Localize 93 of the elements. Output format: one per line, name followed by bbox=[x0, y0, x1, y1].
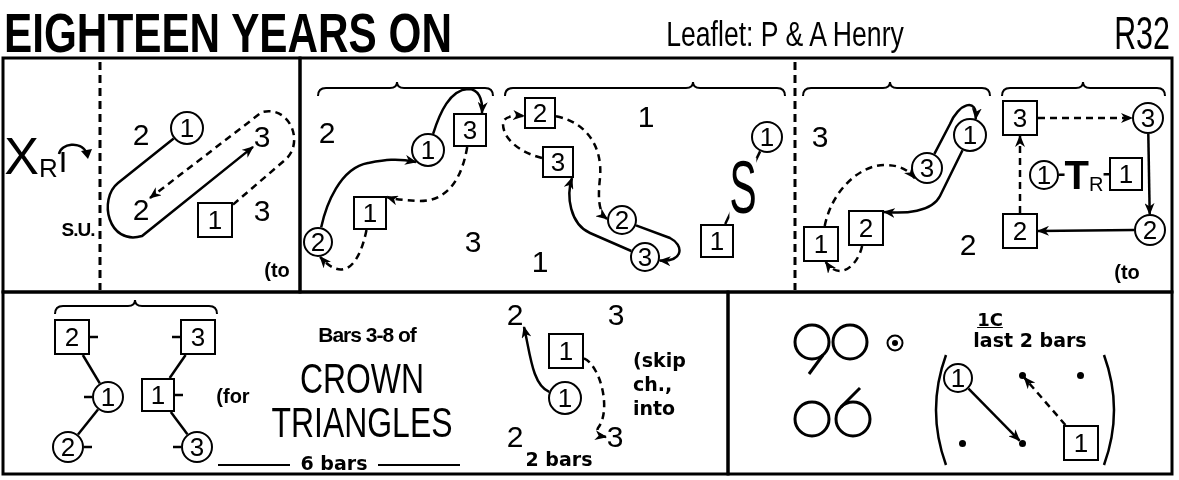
bar-count: last 2 bars bbox=[973, 330, 1087, 350]
position-number: 3 bbox=[253, 125, 271, 149]
connector-line bbox=[81, 354, 101, 384]
track-arrow bbox=[1144, 133, 1155, 215]
dancer-circle: 3 bbox=[181, 431, 213, 463]
track-arrow bbox=[1015, 135, 1025, 213]
dancer-circle: 1 bbox=[92, 381, 124, 413]
dancer-circle: 2 bbox=[607, 205, 637, 235]
track-arrow bbox=[149, 110, 296, 206]
dancer-circle: 1 bbox=[170, 111, 204, 145]
position-dot bbox=[1018, 371, 1026, 379]
track-arrow bbox=[501, 110, 543, 160]
track-arrow bbox=[967, 387, 1021, 442]
dancer-square: 2 bbox=[54, 319, 90, 355]
position-number: 2 bbox=[132, 198, 150, 222]
edge-label: T$_{R}$ bbox=[1064, 158, 1104, 191]
figure-code: X$_{R}$ bbox=[4, 130, 58, 182]
position-number: 3 bbox=[607, 300, 625, 330]
title: EIGHTEEN YEARS ON bbox=[4, 5, 452, 61]
dancer-square: 1 bbox=[1063, 425, 1099, 461]
bar-count: 2 bars bbox=[525, 449, 593, 469]
position-dot bbox=[1018, 439, 1026, 447]
dancer-circle: 3 bbox=[630, 242, 660, 272]
subheading: Bars 3-8 of bbox=[318, 323, 416, 345]
track-arrow bbox=[1037, 225, 1134, 236]
dancer-square: 2 bbox=[1002, 213, 1038, 249]
dancer-circle: 3 bbox=[1132, 102, 1164, 134]
track-arrow bbox=[431, 87, 488, 135]
track-arrow bbox=[933, 103, 981, 155]
dancer-circle: 2 bbox=[303, 227, 333, 257]
dancer-circle: 1 bbox=[943, 363, 973, 393]
dancer-square: 1 bbox=[141, 378, 175, 412]
connector-line bbox=[168, 354, 187, 379]
position-number: 3 bbox=[464, 227, 482, 257]
couple-label: 1C bbox=[977, 311, 1003, 329]
instruction-note: (to bbox=[264, 260, 290, 280]
dancer-circle: 1 bbox=[751, 121, 783, 153]
dancer-square: 1 bbox=[700, 224, 734, 258]
position-number: 2 bbox=[506, 303, 524, 327]
figure-name: CROWN TRIANGLES bbox=[270, 356, 454, 446]
dancer-circle: 2 bbox=[52, 431, 84, 463]
position-number: 2 bbox=[506, 422, 524, 452]
dancer-circle: 1 bbox=[953, 118, 987, 152]
track-arrow bbox=[583, 357, 607, 440]
instruction-note: (for bbox=[216, 386, 250, 406]
dancer-square: 3 bbox=[542, 146, 574, 178]
track-arrow bbox=[1038, 113, 1133, 123]
instruction-note: (skip ch., into bbox=[633, 348, 687, 420]
reference-code: R32 bbox=[1114, 10, 1170, 56]
dancer-circle: 1 bbox=[548, 381, 582, 415]
dancer-square: 1 bbox=[353, 196, 387, 230]
dancer-square: 3 bbox=[180, 319, 216, 355]
dancer-circle: 3 bbox=[911, 152, 943, 184]
position-number: 1 bbox=[531, 247, 549, 277]
track-arrow bbox=[823, 163, 916, 227]
source-note: Leaflet: P & A Henry bbox=[666, 15, 904, 51]
position-number: 2 bbox=[132, 120, 150, 150]
track-arrow bbox=[883, 149, 964, 218]
track-arrow bbox=[106, 137, 254, 239]
dancer-square: 1 bbox=[197, 202, 233, 238]
track-arrow bbox=[564, 177, 632, 253]
track-arrow bbox=[320, 155, 417, 228]
dancer-square: 3 bbox=[1002, 100, 1038, 136]
track-arrow bbox=[555, 115, 608, 220]
position-number: 3 bbox=[811, 122, 829, 152]
dancer-circle: 2 bbox=[1134, 214, 1166, 246]
dancer-square: 2 bbox=[524, 97, 556, 129]
dancer-circle: 1 bbox=[411, 133, 445, 167]
position-number: 1 bbox=[637, 102, 655, 132]
dancer-square: 1 bbox=[803, 226, 839, 262]
dancer-square: 1 bbox=[548, 333, 584, 369]
connector-line bbox=[77, 408, 99, 436]
track-arrow bbox=[1023, 376, 1067, 426]
position-number: 3 bbox=[606, 425, 624, 449]
position-number: 2 bbox=[959, 230, 977, 260]
connector-line bbox=[169, 411, 189, 435]
position-number: 3 bbox=[253, 196, 271, 226]
dancer-circle: 1 bbox=[1029, 160, 1059, 190]
bar-count: 6 bars bbox=[300, 453, 368, 473]
dancer-square: 3 bbox=[453, 113, 487, 147]
edge-label: S bbox=[729, 157, 757, 218]
dancer-square: 2 bbox=[848, 210, 884, 246]
track-arrow bbox=[824, 245, 864, 274]
track-arrow bbox=[521, 326, 550, 393]
instruction-note: (to bbox=[1114, 262, 1140, 282]
track-arrow bbox=[319, 229, 368, 271]
position-dot bbox=[958, 439, 966, 447]
abbreviation: S.U. bbox=[61, 219, 95, 239]
track-arrow bbox=[386, 146, 469, 205]
dancer-square: 1 bbox=[1109, 157, 1143, 191]
track-arrow bbox=[635, 224, 681, 266]
position-dot bbox=[1076, 371, 1084, 379]
position-number: 2 bbox=[318, 118, 336, 148]
